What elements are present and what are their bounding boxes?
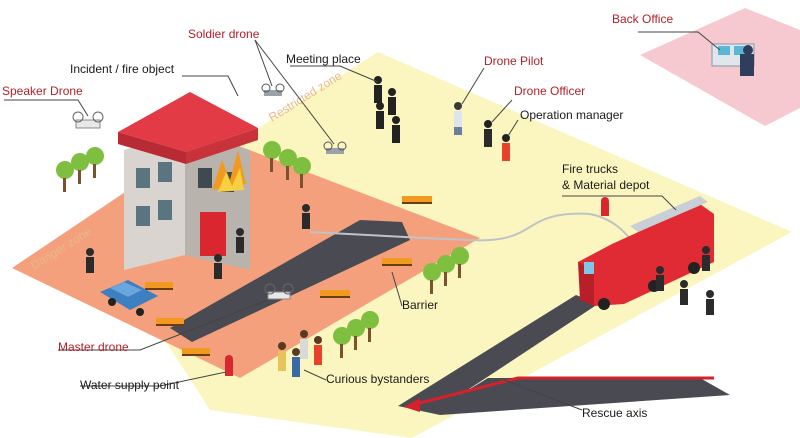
label-material-depot: & Material depot xyxy=(562,178,650,192)
rescue-axis-arrow xyxy=(415,376,714,406)
drone-officer-person xyxy=(484,120,492,147)
barrier-3 xyxy=(320,290,350,298)
label-back-office: Back Office xyxy=(612,12,674,26)
soldier-drone-1 xyxy=(261,83,285,96)
label-water-supply-point: Water supply point xyxy=(80,378,179,392)
label-speaker-drone: Speaker Drone xyxy=(2,84,83,98)
tree-group-left xyxy=(56,147,104,192)
label-incident-fire-object: Incident / fire object xyxy=(70,62,175,76)
label-curious-bystanders: Curious bystanders xyxy=(326,372,430,386)
label-barrier: Barrier xyxy=(402,298,439,312)
label-soldier-drone: Soldier drone xyxy=(188,27,260,41)
rescue-axis-arrowhead xyxy=(404,398,420,412)
drone-pilot-person xyxy=(454,102,462,135)
label-operation-manager: Operation manager xyxy=(520,108,624,122)
operation-manager-person xyxy=(502,134,510,161)
barrier-2 xyxy=(382,258,412,266)
fire-hose xyxy=(309,212,641,251)
back-office-area xyxy=(640,8,800,126)
barrier-5 xyxy=(156,318,184,326)
label-master-drone: Master drone xyxy=(58,340,129,354)
firefighters-meeting-place xyxy=(374,76,400,143)
callout-lines xyxy=(4,31,721,411)
road-main xyxy=(170,220,410,342)
hydrant-depot xyxy=(601,197,609,216)
label-drone-pilot: Drone Pilot xyxy=(484,54,544,68)
firefighters-near-truck xyxy=(656,246,714,315)
road-rescue xyxy=(398,295,730,415)
barrier-6 xyxy=(182,348,210,356)
tree-group-right xyxy=(423,247,469,294)
label-rescue-axis: Rescue axis xyxy=(582,406,648,420)
incident-building xyxy=(118,92,258,270)
firefighters-at-building xyxy=(86,204,310,279)
tree-group-bottom xyxy=(333,311,379,358)
master-drone xyxy=(264,283,294,300)
label-drone-officer: Drone Officer xyxy=(514,84,586,98)
fire-truck xyxy=(578,196,714,310)
back-office-desk xyxy=(711,43,755,76)
tree-group-center xyxy=(263,141,311,188)
curious-bystanders-group xyxy=(278,330,322,377)
barrier-1 xyxy=(402,196,432,204)
label-fire-trucks: Fire trucks xyxy=(562,162,619,176)
barrier-4 xyxy=(145,282,173,290)
blue-car xyxy=(100,280,158,316)
water-supply-hydrant xyxy=(225,355,233,376)
soldier-drone-2 xyxy=(323,141,347,154)
fire-flames xyxy=(212,150,246,192)
speaker-drone xyxy=(72,111,104,129)
label-meeting-place: Meeting place xyxy=(286,52,361,66)
